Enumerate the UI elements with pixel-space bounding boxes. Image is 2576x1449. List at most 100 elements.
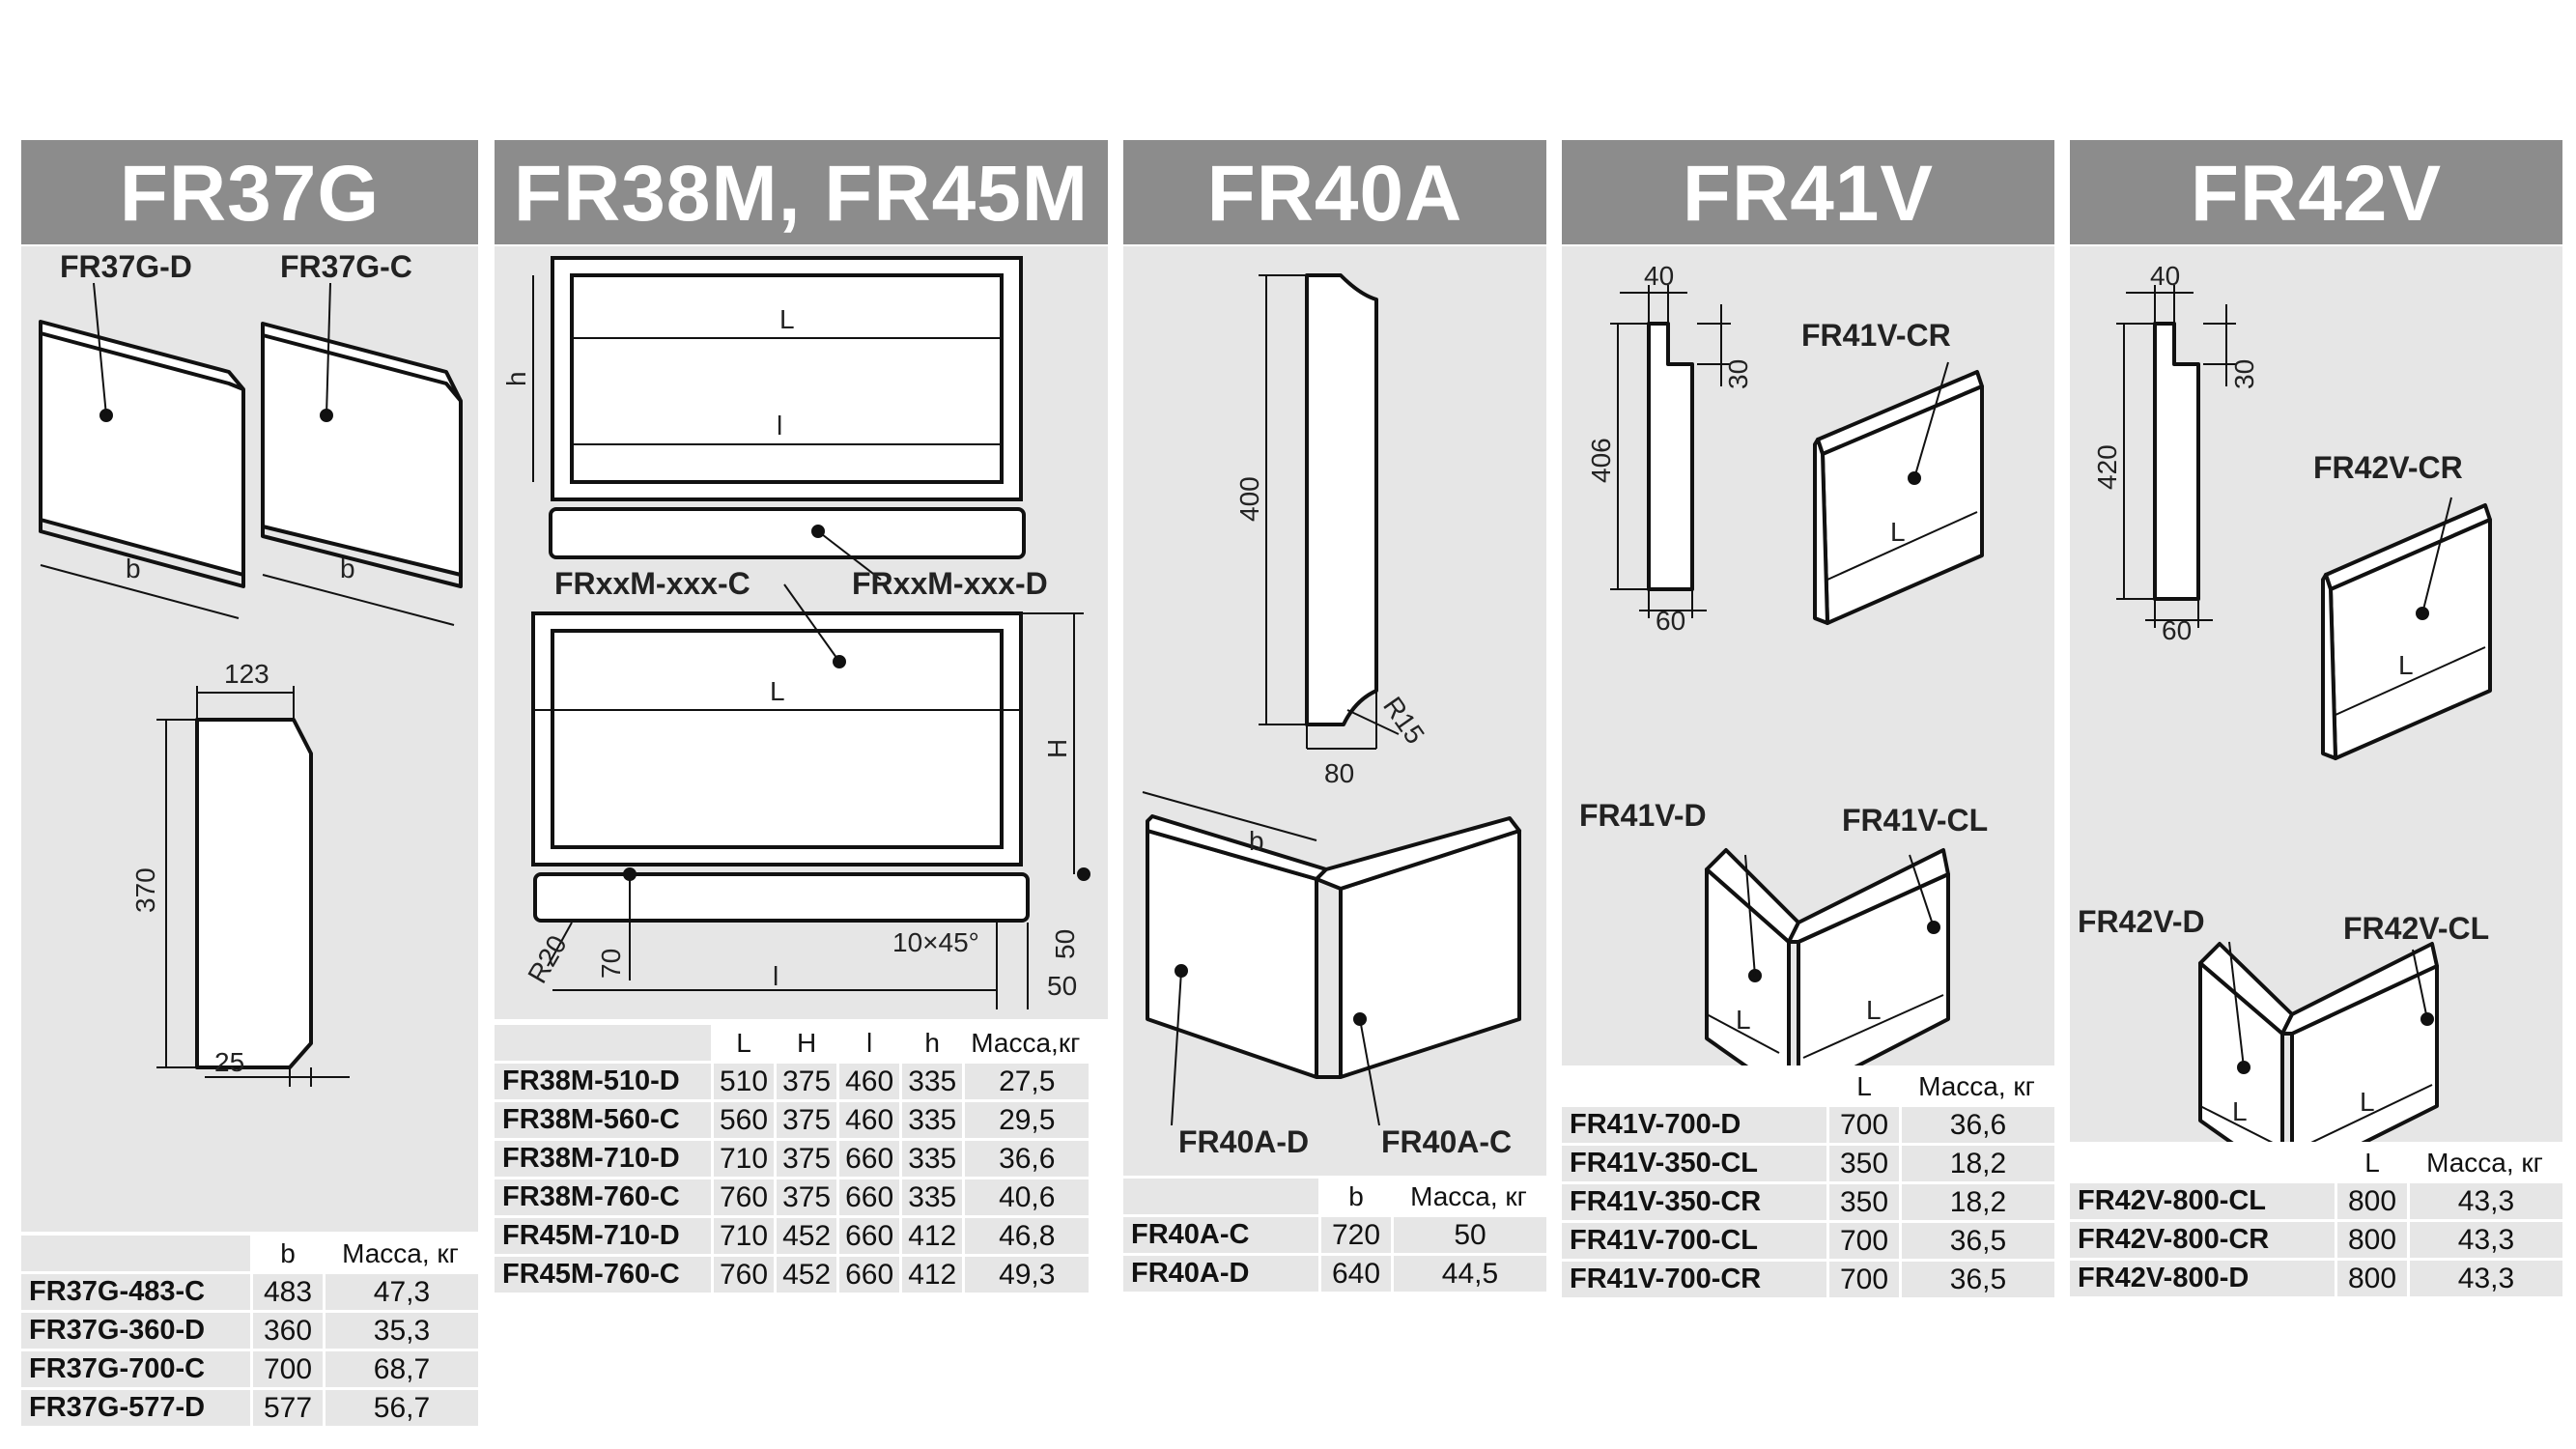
diagram-fr38m: h L l FRxxM-xxx-C FRxxM-xxx-D L H R20 70…	[495, 246, 1108, 1019]
col-b: b	[253, 1236, 326, 1271]
dim-l-bottom: l	[773, 961, 778, 991]
panel-title: FR41V	[1562, 140, 2054, 244]
panel-title: FR42V	[2070, 140, 2562, 244]
label-fr41v-d: FR41V-D	[1579, 798, 1707, 833]
label-fr41v-cr: FR41V-CR	[1801, 318, 1951, 353]
label-fr40a-d: FR40A-D	[1178, 1124, 1309, 1159]
dim-L-d: L	[1736, 1005, 1751, 1035]
dim-l-top: l	[777, 411, 782, 440]
dim-L-cl: L	[1866, 995, 1882, 1025]
label-fr37g-c: FR37G-C	[280, 249, 412, 284]
dim-h: h	[501, 371, 531, 386]
dim-40: 40	[1644, 261, 1674, 291]
label-fr42v-cr: FR42V-CR	[2313, 450, 2463, 485]
label-fr37g-d: FR37G-D	[60, 249, 192, 284]
dim-L-d: L	[2232, 1096, 2248, 1126]
dim-r15: R15	[1377, 692, 1430, 750]
label-fr41v-cl: FR41V-CL	[1842, 803, 1988, 838]
dim-H: H	[1042, 739, 1072, 758]
dim-40: 40	[2150, 261, 2180, 291]
dim-50-v: 50	[1050, 929, 1080, 959]
dim-30: 30	[2229, 359, 2259, 389]
dim-406: 406	[1586, 438, 1616, 483]
table-header: b Масса, кг	[1123, 1179, 1546, 1214]
diagram-fr42v: 40 30 420 60 FR42V-CR L FR42V-D FR42V-CL…	[2070, 246, 2562, 1142]
col-mass: Масса, кг	[1394, 1179, 1546, 1214]
label-frxxm-c: FRxxM-xxx-C	[554, 566, 750, 601]
dim-L-top: L	[779, 304, 795, 334]
panel-title: FR37G	[21, 140, 478, 244]
dim-r20: R20	[522, 930, 573, 988]
dim-400: 400	[1234, 476, 1264, 522]
col-l: l	[839, 1025, 903, 1061]
col-h: h	[902, 1025, 966, 1061]
dim-b-d: b	[126, 554, 141, 583]
dim-370: 370	[130, 867, 160, 913]
table-header: L H l h Масса,кг	[495, 1025, 1090, 1061]
dim-30: 30	[1723, 359, 1753, 389]
col-b: b	[1321, 1179, 1394, 1214]
col-mass: Масса, кг	[1902, 1068, 2054, 1104]
dim-L-cr: L	[2398, 650, 2414, 680]
table-header: L Масса, кг	[2070, 1145, 2562, 1180]
col-L: L	[1829, 1068, 1902, 1104]
label-frxxm-d: FRxxM-xxx-D	[852, 566, 1048, 601]
col-L: L	[714, 1025, 778, 1061]
col-L: L	[2337, 1145, 2410, 1180]
panel-title: FR40A	[1123, 140, 1546, 244]
table-header: L Масса, кг	[1562, 1068, 2054, 1104]
drawing-fr41v: 40 30 406 60 FR41V-CR L FR41V-D FR41V-CL…	[1579, 261, 1988, 1065]
dim-25: 25	[214, 1047, 244, 1077]
drawing-fr42v: 40 30 420 60 FR42V-CR L FR42V-D FR42V-CL…	[2078, 261, 2492, 1142]
dim-L-bottom: L	[770, 676, 785, 706]
dim-60: 60	[2162, 615, 2192, 645]
label-fr42v-cl: FR42V-CL	[2343, 911, 2489, 946]
dim-80: 80	[1324, 758, 1354, 788]
dim-chamfer: 10×45°	[892, 927, 979, 957]
label-fr42v-d: FR42V-D	[2078, 904, 2205, 939]
col-mass: Масса,кг	[965, 1025, 1090, 1061]
dim-420: 420	[2092, 444, 2122, 490]
diagram-fr41v: 40 30 406 60 FR41V-CR L FR41V-D FR41V-CL…	[1562, 246, 2054, 1065]
col-H: H	[777, 1025, 840, 1061]
dim-b-c: b	[340, 554, 355, 583]
dim-60: 60	[1656, 606, 1685, 636]
dim-b: b	[1249, 826, 1264, 856]
dim-70: 70	[596, 949, 626, 979]
drawing-fr40a: 400 R15 80 b FR40A-D FR40A-C	[1142, 273, 1521, 1159]
label-fr40a-c: FR40A-C	[1381, 1124, 1512, 1159]
table-header: b Масса, кг	[21, 1236, 478, 1271]
panel-title: FR38M, FR45M	[495, 140, 1108, 244]
dim-50-h: 50	[1047, 971, 1077, 1001]
dim-123: 123	[224, 659, 269, 689]
drawing-fr38m: h L l FRxxM-xxx-C FRxxM-xxx-D L H R20 70…	[501, 256, 1090, 1009]
diagram-fr37g: FR37G-D FR37G-C b b 123 370 25	[21, 246, 478, 1232]
drawing-fr37g: FR37G-D FR37G-C b b 123 370 25	[39, 249, 463, 1087]
dim-L-cl: L	[2360, 1087, 2375, 1117]
diagram-fr40a: 400 R15 80 b FR40A-D FR40A-C	[1123, 246, 1546, 1176]
